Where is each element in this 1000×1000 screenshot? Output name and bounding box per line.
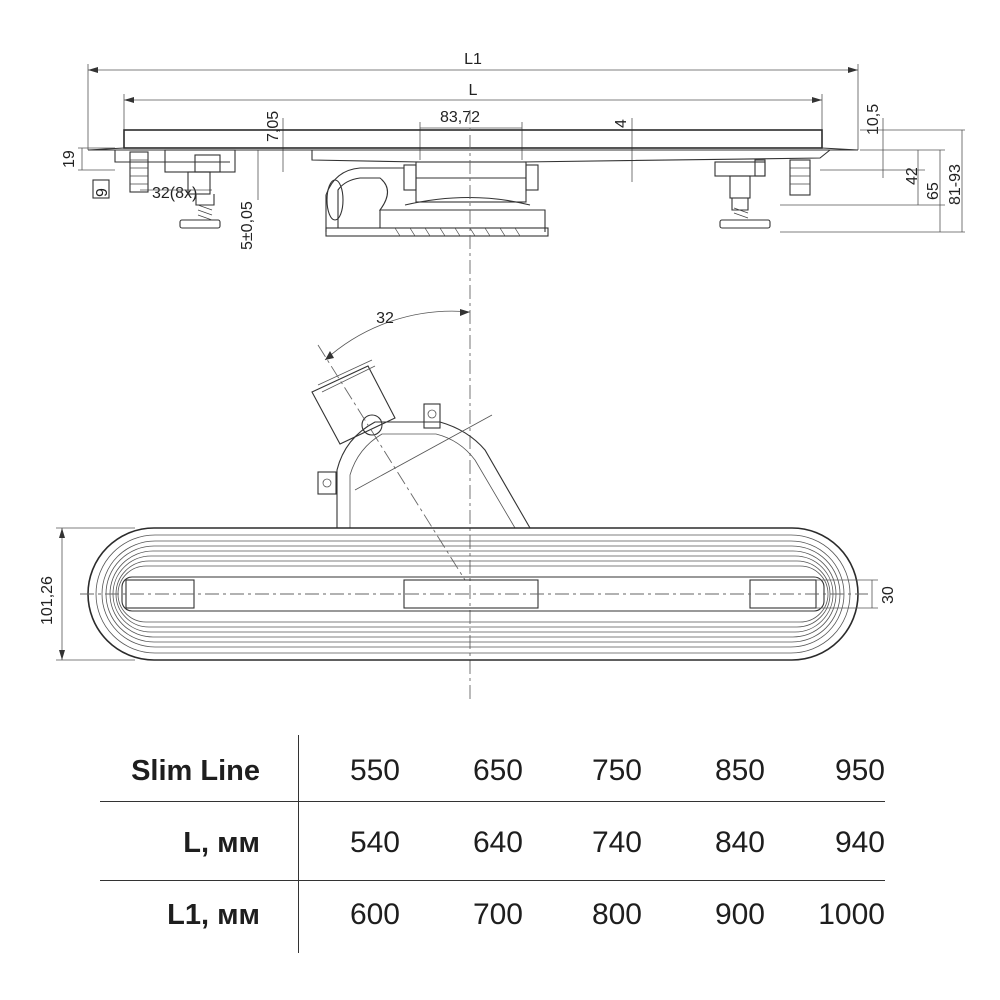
dim-19: 19 — [61, 150, 78, 168]
dim-l: L — [469, 82, 478, 99]
table-divider — [100, 801, 885, 802]
table-row-l: L, мм 540 640 740 840 940 — [100, 807, 890, 879]
dim-l1: L1 — [464, 51, 482, 68]
dim-32-8x: 32(8x) — [152, 185, 197, 202]
dim-83-72: 83,72 — [440, 109, 480, 126]
table-cell: 1000 — [818, 898, 885, 931]
table-cell: 740 — [591, 826, 642, 859]
plan-view: 32 101,26 30 — [39, 309, 897, 661]
table-cell: 800 — [591, 898, 642, 931]
dim-7-05: 7,05 — [265, 111, 282, 142]
dim-65: 65 — [925, 182, 942, 200]
dim-101-26: 101,26 — [39, 576, 56, 625]
angled-outlet: 32 — [311, 309, 531, 581]
table-cell: 650 — [472, 754, 523, 787]
table-cell: 540 — [349, 826, 400, 859]
size-table: Slim Line 550 650 750 850 950 L, мм 540 … — [100, 735, 890, 955]
table-cell: 640 — [472, 826, 523, 859]
dim-4: 4 — [613, 119, 630, 128]
technical-drawing: L1 L 83,72 7,05 4 10,5 42 65 81-93 — [39, 51, 965, 700]
table-cell: 750 — [591, 754, 642, 787]
table-cell: 950 — [834, 754, 885, 787]
table-cell: 700 — [472, 898, 523, 931]
dim-30: 30 — [880, 586, 897, 604]
dim-81-93: 81-93 — [947, 164, 964, 205]
dim-10-5: 10,5 — [865, 104, 882, 135]
table-cell: 900 — [714, 898, 765, 931]
dim-5-005: 5±0,05 — [239, 201, 256, 250]
table-cell: 940 — [834, 826, 885, 859]
table-cell: 600 — [349, 898, 400, 931]
table-cell: 840 — [714, 826, 765, 859]
table-divider-vertical — [298, 735, 299, 953]
table-divider — [100, 880, 885, 881]
table-row-slim-line: Slim Line 550 650 750 850 950 — [100, 735, 890, 807]
dim-9: 9 — [94, 188, 111, 197]
side-view: L1 L 83,72 7,05 4 10,5 42 65 81-93 — [61, 51, 965, 250]
row-label: L, мм — [183, 827, 260, 859]
table-cell: 550 — [349, 754, 400, 787]
table-cell: 850 — [714, 754, 765, 787]
dim-32: 32 — [376, 310, 394, 327]
table-row-l1: L1, мм 600 700 800 900 1000 — [100, 879, 890, 951]
row-label: Slim Line — [131, 755, 260, 787]
row-label: L1, мм — [167, 899, 260, 931]
dim-42: 42 — [904, 167, 921, 185]
